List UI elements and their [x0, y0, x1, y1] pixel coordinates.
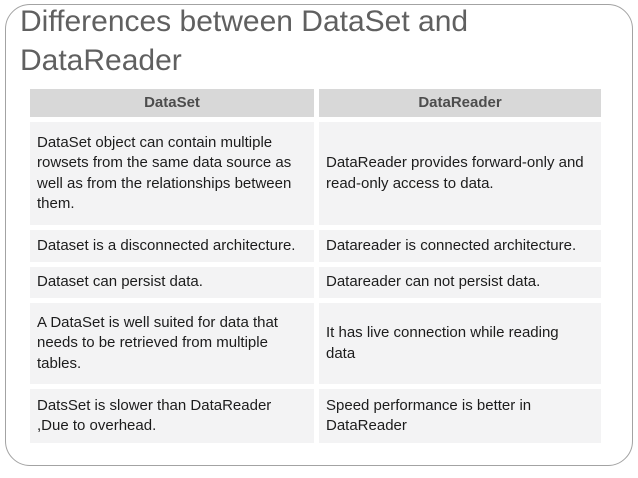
table-row-1-datareader-cell: DataReader provides forward-only and rea…	[319, 122, 601, 225]
table-row-2-dataset-cell: Dataset is a disconnected architecture.	[30, 230, 314, 262]
table-header-dataset: DataSet	[30, 89, 314, 117]
table-row-4-dataset-cell: A DataSet is well suited for data that n…	[30, 303, 314, 384]
table-row-2-datareader-cell: Datareader is connected architecture.	[319, 230, 601, 262]
comparison-table: DataSet DataReader DataSet object can co…	[30, 89, 601, 443]
table-row-5-datareader-cell: Speed performance is better in DataReade…	[319, 389, 601, 443]
table-row-4-datareader-cell: It has live connection while reading dat…	[319, 303, 601, 384]
table-row-3-dataset-cell: Dataset can persist data.	[30, 267, 314, 298]
table-header-datareader: DataReader	[319, 89, 601, 117]
table-row-3-datareader-cell: Datareader can not persist data.	[319, 267, 601, 298]
table-row-5-dataset-cell: DatsSet is slower than DataReader ,Due t…	[30, 389, 314, 443]
table-row-1-dataset-cell: DataSet object can contain multiple rows…	[30, 122, 314, 225]
page-title: Differences between DataSet and DataRead…	[20, 5, 469, 77]
